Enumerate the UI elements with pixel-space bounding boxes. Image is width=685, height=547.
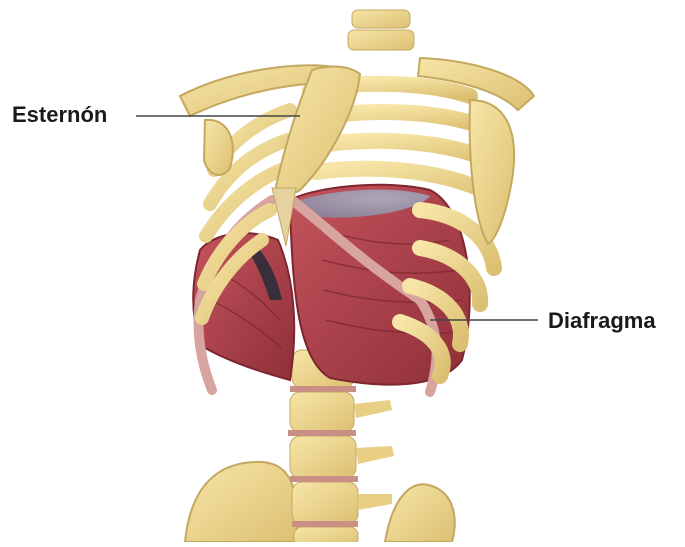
diaphragm-label: Diafragma [548,308,656,334]
sternum-label: Esternón [12,102,107,128]
cervical-spine [348,10,414,50]
